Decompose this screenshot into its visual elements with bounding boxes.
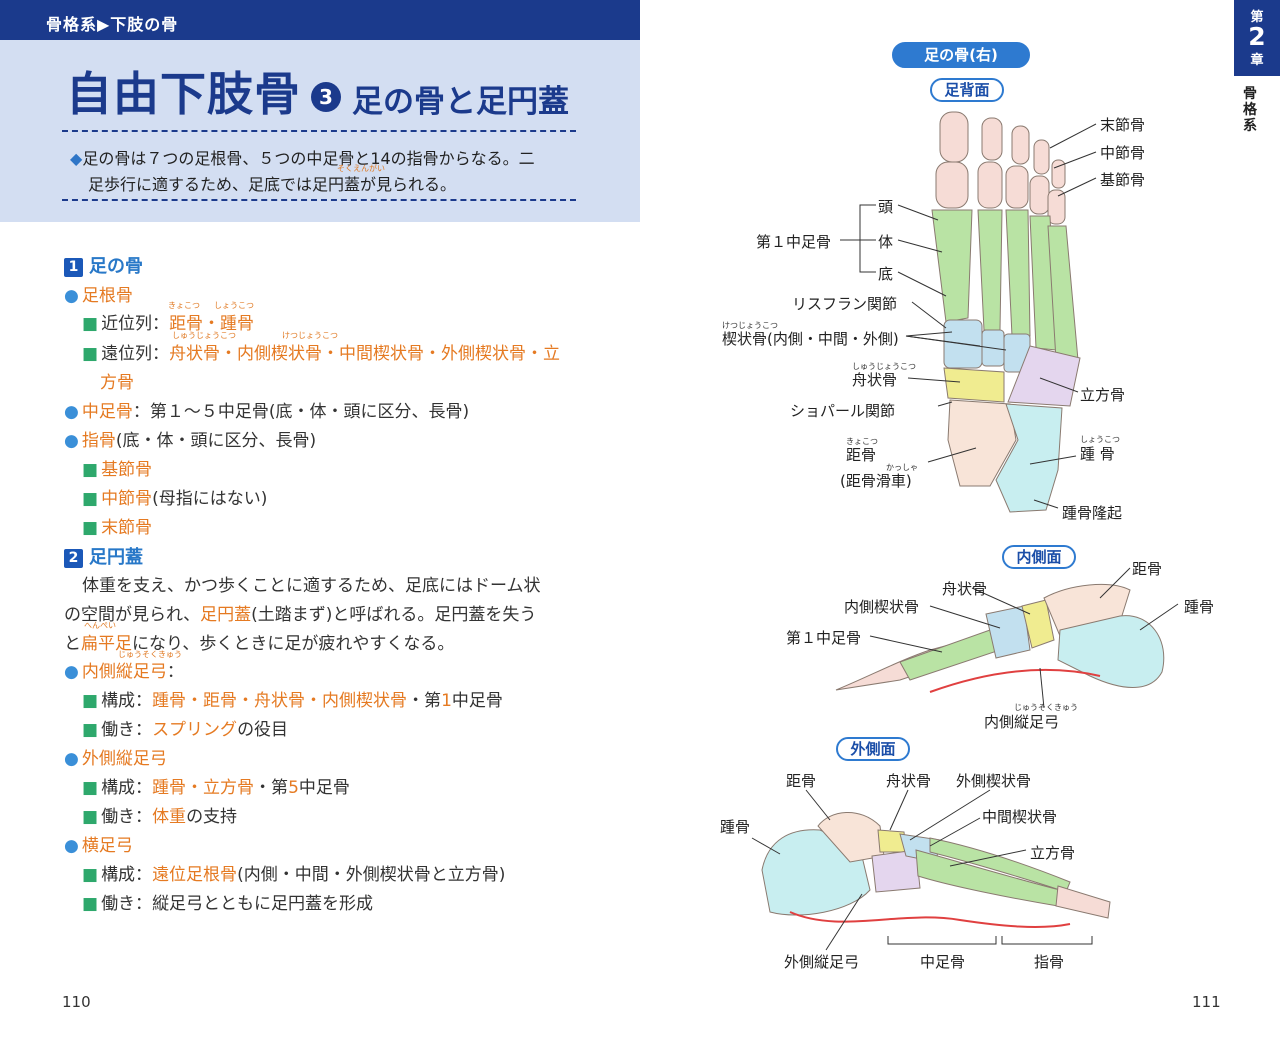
page-number-left: 110 [62,993,91,1011]
medial-label-medial-cuneiform: 内側楔状骨 [844,598,920,616]
ruby-cuneiform: けつじょうこつ [722,321,778,330]
page-subtitle: 足の骨と足円蓋 [352,84,569,120]
label-calcaneal-tuber: 踵骨隆起 [1062,504,1123,522]
proximal-phalanx-item: ■基節骨 [82,460,153,480]
chapter-tab: 第 2 章 [1234,0,1280,76]
ruby-calcaneus: しょうこつ [1080,435,1120,444]
medial-composition: ■構成：踵骨・距骨・舟状骨・内側楔状骨・第1中足骨 [82,691,503,711]
label-head: 頭 [878,198,894,216]
medial-view-pill: 内側面 [1002,545,1076,569]
medial-arch-item: ●内側縦足弓： [64,662,184,682]
lateral-label-arch: 外側縦足弓 [784,953,860,971]
label-chopart: ショパール関節 [790,402,896,420]
transverse-composition: ■構成：遠位足根骨(内側・中間・外側楔状骨と立方骨) [82,865,506,885]
medial-label-arch: 内側縦足弓 [984,713,1060,731]
middle-phalanx-item: ■中節骨(母指にはない) [82,489,268,509]
ruby-sokuengai: そくえんがい [337,164,385,173]
ruby-ketsujo: けつじょうこつ [282,331,338,340]
dorsal-phalanges [935,111,1066,225]
distal-row-item-cont: 方骨 [100,373,134,393]
lateral-view-pill: 外側面 [836,737,910,761]
lateral-label-metatarsals: 中足骨 [920,953,966,971]
label-proximal-phalanx: 基節骨 [1100,171,1146,189]
ruby-medial-arch: じゅうそくきゅう [1014,703,1078,712]
lateral-arch-item: ●外側縦足弓 [64,749,167,769]
lateral-label-phalanges: 指骨 [1034,953,1065,971]
distal-phalanx-item: ■末節骨 [82,518,153,538]
lateral-leaders [751,789,1093,951]
dorsal-navicular [943,367,1005,403]
ruby-navicular: しゅうじょうこつ [852,362,916,371]
paragraph-line-2: の空間が見られ、足円蓋(土踏まず)と呼ばれる。足円蓋を失う [64,605,537,625]
dorsal-leaders [840,123,1097,509]
ruby-shujo: しゅうじょうこつ [172,331,236,340]
lateral-label-navicular: 舟状骨 [886,772,932,790]
lateral-label-calcaneus: 踵骨 [720,818,751,836]
lateral-label-cuboid: 立方骨 [1030,844,1076,862]
medial-label-first-metatarsal: 第１中足骨 [786,629,862,647]
transverse-arch-item: ●横足弓 [64,836,133,856]
ruby-kyokotsu: きょこつ [168,301,200,310]
label-base: 底 [878,265,894,283]
ruby-talus: きょこつ [846,437,878,446]
proximal-row-item: ■近位列：距骨・踵骨 [82,314,255,334]
label-trochlea: (距骨滑車) [840,472,912,490]
dorsal-calcaneus [995,403,1063,513]
medial-leaders [869,567,1179,709]
page-title: 自由下肢骨 [66,67,301,121]
label-cuboid: 立方骨 [1080,386,1126,404]
label-calcaneus: 踵 骨 [1080,445,1115,463]
medial-function: ■働き：スプリングの役目 [82,720,289,740]
diamond-icon: ◆ [70,149,83,168]
metatarsal-item: ●中足骨：第１～５中足骨(底・体・頭に区分、長骨) [64,402,470,422]
label-cuneiforms: 楔状骨(内側・中間・外側) [722,330,899,348]
header-bar [0,0,640,40]
label-lisfranc: リスフラン関節 [792,295,898,313]
label-first-metatarsal: 第１中足骨 [756,233,832,251]
medial-label-navicular: 舟状骨 [942,580,988,598]
breadcrumb: 骨格系▶下肢の骨 [46,15,179,34]
lateral-composition: ■構成：踵骨・立方骨・第5中足骨 [82,778,350,798]
dorsal-view-pill: 足背面 [930,78,1004,102]
lateral-arch-line [789,911,1071,928]
medial-foot-drawing [835,583,1165,691]
transverse-function: ■働き：縦足弓とともに足円蓋を形成 [82,894,374,914]
ruby-trochlea: かっしゃ [886,463,918,472]
ruby-henpei: へんぺい [84,621,116,630]
ruby-juso: じゅうそくきゅう [118,650,182,659]
divider-bottom [62,199,576,201]
dorsal-cuboid [1007,345,1081,407]
lateral-label-intermediate-cuneiform: 中間楔状骨 [982,808,1058,826]
distal-row-item: ■遠位列：舟状骨・内側楔状骨・中間楔状骨・外側楔状骨・立 [82,344,561,364]
medial-label-calcaneus: 踵骨 [1184,598,1215,616]
phalanx-item: ●指骨(底・体・頭に区分、長骨) [64,431,317,451]
divider-top [62,130,576,132]
label-navicular: 舟状骨 [852,371,898,389]
lateral-label-lateral-cuneiform: 外側楔状骨 [956,772,1032,790]
lateral-function: ■働き：体重の支持 [82,807,238,827]
figure-title-pill: 足の骨(右) [892,42,1030,68]
label-distal-phalanx: 末節骨 [1100,116,1146,134]
paragraph-line-1: 体重を支え、かつ歩くことに適するため、足底にはドーム状 [82,576,541,596]
chapter-side-label: 骨格系 [1243,86,1257,134]
ruby-shokotsu: しょうこつ [214,301,254,310]
tarsal-item: ●足根骨 [64,286,133,306]
page-number-right: 111 [1192,993,1221,1011]
dorsal-metatarsals [931,209,1079,361]
lateral-foot-drawing [761,812,1111,919]
medial-label-talus: 距骨 [1132,560,1163,578]
title-number-badge: 3 [311,82,341,112]
label-middle-phalanx: 中節骨 [1100,144,1146,162]
label-body: 体 [878,233,894,251]
summary-line-1: ◆足の骨は７つの足根骨、５つの中足骨と14の指骨からなる。二 [70,149,535,168]
medial-arch-line [929,668,1101,693]
lateral-label-talus: 距骨 [786,772,817,790]
summary-line-2: 足歩行に適するため、足底では足円蓋が見られる。 [88,175,457,194]
label-talus: 距骨 [846,446,877,464]
dorsal-foot-drawing [931,111,1081,513]
paragraph-line-3: と扁平足になり、歩くときに足が疲れやすくなる。 [64,634,455,654]
